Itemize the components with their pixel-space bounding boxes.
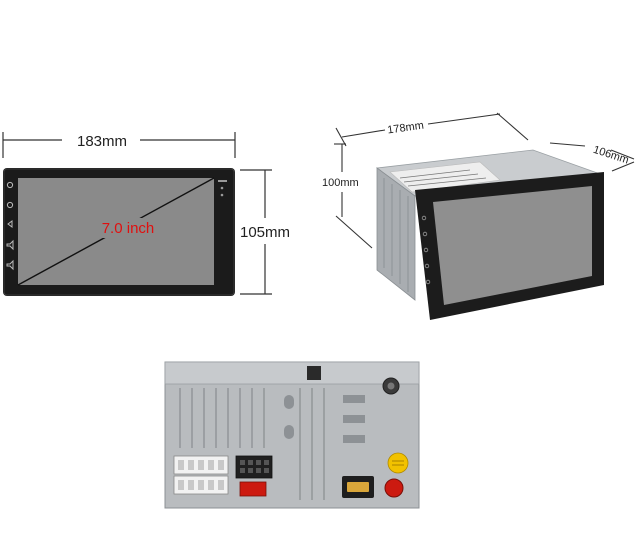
iso-label-sticker xyxy=(389,161,501,193)
iso-view: 178mm 100mm 106mm xyxy=(322,112,635,320)
rear-top-connector xyxy=(307,366,321,380)
rear-yellow-sticker xyxy=(387,452,409,474)
height-dimension xyxy=(240,169,272,295)
home-icon xyxy=(6,201,14,209)
width-dimension xyxy=(2,132,236,158)
iso-depth-label: 106mm xyxy=(592,144,631,167)
volume-down-icon xyxy=(6,259,14,271)
iso-height-dimension xyxy=(334,143,373,249)
iso-width-label: 178mm xyxy=(387,120,425,137)
rear-view xyxy=(164,361,420,509)
iso-height-label: 100mm xyxy=(322,177,359,189)
diagonal-label: 7.0 inch xyxy=(102,220,155,237)
rear-red-cap xyxy=(384,478,404,498)
front-view: 183mm 105mm 7.0 inch xyxy=(2,132,290,296)
iso-depth-dimension xyxy=(549,142,635,172)
width-label: 183mm xyxy=(77,133,127,150)
rear-black-connector xyxy=(235,455,273,479)
iso-chassis-side xyxy=(376,167,416,301)
rear-red-connector xyxy=(239,481,267,497)
rear-cooling-fins xyxy=(179,388,325,500)
iso-width-dimension xyxy=(335,112,529,147)
back-icon xyxy=(7,220,13,228)
height-label: 105mm xyxy=(240,224,290,241)
power-icon xyxy=(6,181,14,189)
volume-up-icon xyxy=(6,239,14,251)
iso-front-screen xyxy=(433,186,592,305)
front-buttons xyxy=(6,181,14,271)
